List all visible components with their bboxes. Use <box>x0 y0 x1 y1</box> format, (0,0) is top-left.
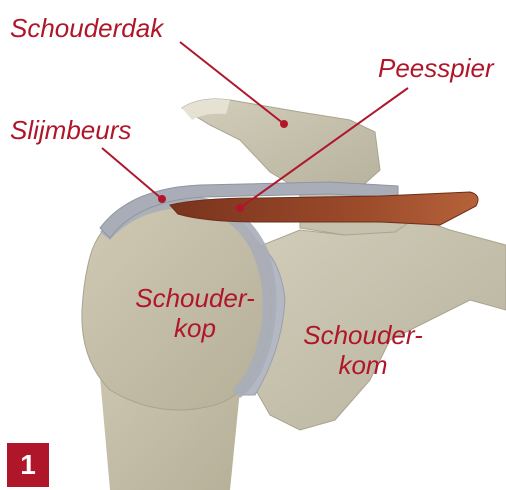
leader-dot-slijmbeurs <box>158 195 166 203</box>
label-schouderkom-line2: kom <box>283 350 443 380</box>
leader-line-slijmbeurs <box>102 148 162 199</box>
leader-dot-schouderdak <box>280 120 288 128</box>
label-schouderkom: Schouder- kom <box>283 320 443 380</box>
label-schouderkom-line1: Schouder- <box>283 320 443 350</box>
leader-dot-peesspier <box>236 204 244 212</box>
label-schouderkop-line2: kop <box>110 313 280 343</box>
label-slijmbeurs: Slijmbeurs <box>10 115 131 145</box>
label-schouderkop: Schouder- kop <box>110 283 280 343</box>
label-peesspier: Peesspier <box>378 53 494 83</box>
label-schouderdak: Schouderdak <box>10 13 163 43</box>
label-schouderkop-line1: Schouder- <box>110 283 280 313</box>
figure-number-badge: 1 <box>7 443 49 487</box>
